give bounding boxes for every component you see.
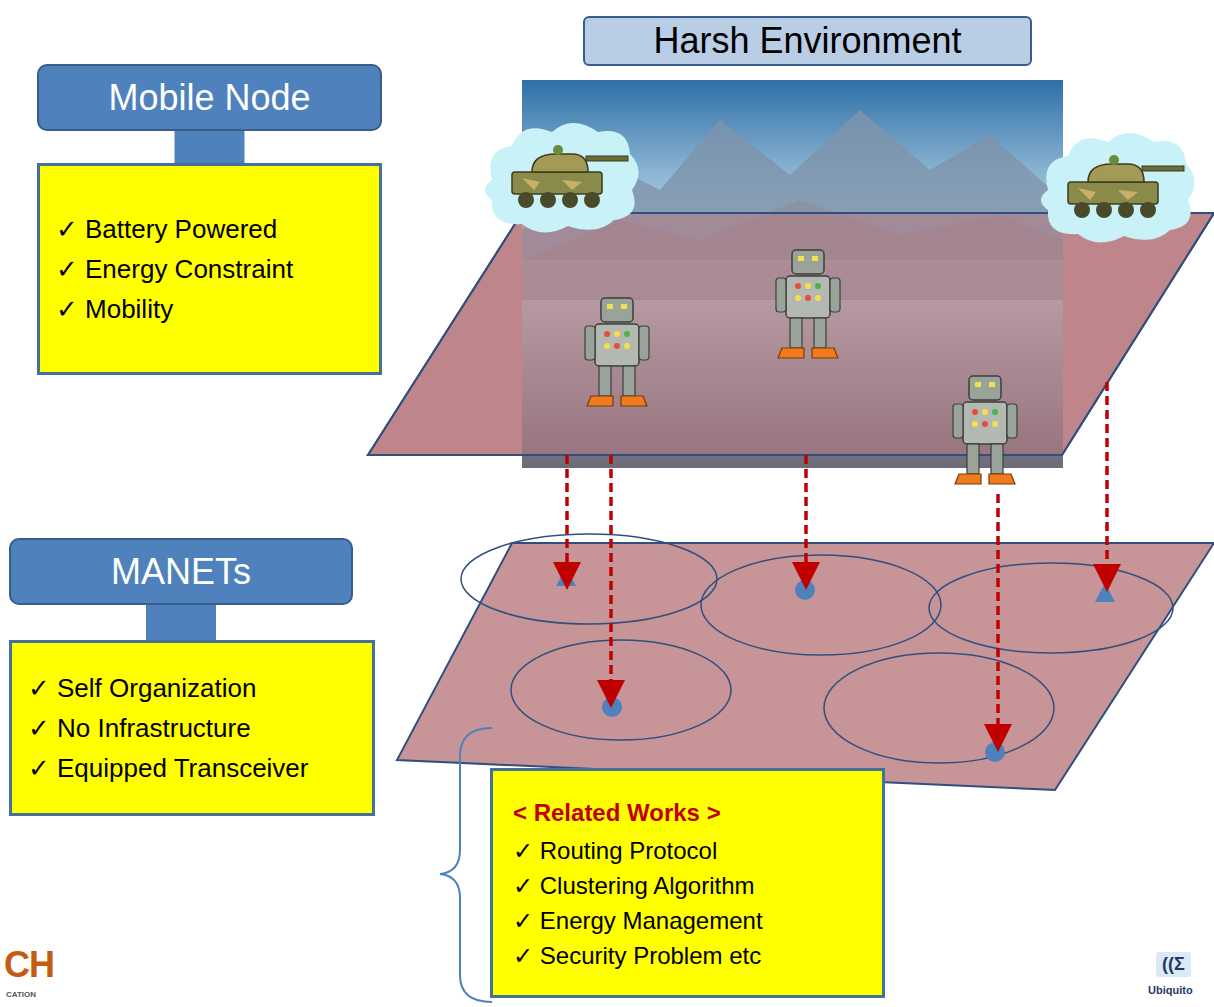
logo-text: CH [4, 944, 54, 986]
box-text: ✓ Security Problem etc [513, 938, 862, 973]
box-text: ✓ Self Organization [28, 668, 356, 708]
connector [175, 130, 245, 164]
logo-mark: ((Σ [1156, 952, 1191, 977]
feature-box: ✓ Battery Powered✓ Energy Constraint✓ Mo… [37, 163, 382, 375]
title-box: Harsh Environment [583, 16, 1032, 66]
logo-text: Ubiquito [1148, 984, 1193, 996]
logo-text: CATION [6, 990, 36, 999]
connector [146, 604, 216, 641]
box-text: MANETs [111, 551, 251, 593]
box-text: ✓ Routing Protocol [513, 833, 862, 868]
title-box: Mobile Node [37, 64, 382, 131]
related-works-box: < Related Works >✓ Routing Protocol✓ Clu… [490, 768, 885, 998]
box-heading: < Related Works > [513, 793, 862, 833]
box-text: Harsh Environment [653, 20, 961, 62]
box-text: ✓ Mobility [56, 289, 363, 329]
box-text: Mobile Node [108, 77, 310, 119]
box-text: ✓ Energy Management [513, 903, 862, 938]
feature-box: ✓ Self Organization✓ No Infrastructure✓ … [9, 640, 375, 816]
box-text: ✓ No Infrastructure [28, 708, 356, 748]
title-box: MANETs [9, 538, 353, 605]
box-text: ✓ Clustering Algorithm [513, 868, 862, 903]
box-text: ✓ Equipped Transceiver [28, 748, 356, 788]
box-text: ✓ Energy Constraint [56, 249, 363, 289]
box-text: ✓ Battery Powered [56, 209, 363, 249]
